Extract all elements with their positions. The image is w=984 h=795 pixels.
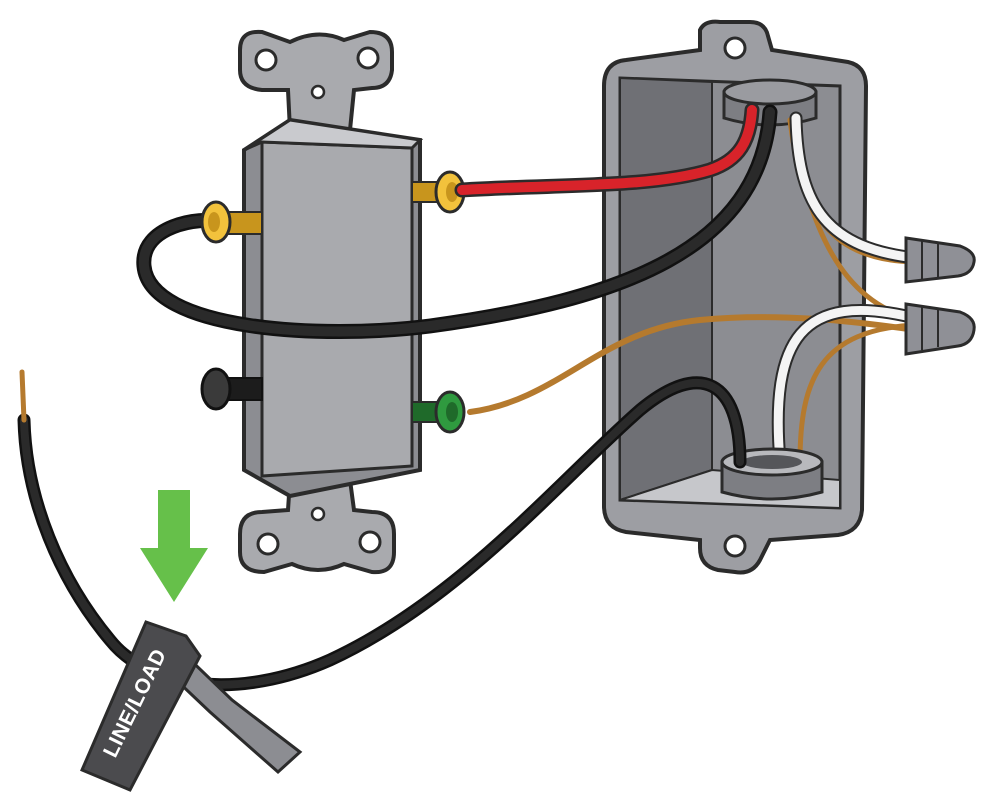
- bare-wire-tip: [19, 369, 27, 423]
- dark-screw-terminal: [200, 367, 263, 411]
- brass-screw-left: [200, 200, 263, 244]
- strap-screw-hole: [356, 46, 380, 70]
- box-mount-hole-top: [723, 36, 747, 60]
- wire-nut-icon: [904, 302, 976, 356]
- ground-wire-to-switch: [467, 314, 918, 415]
- hot-wire: [454, 102, 760, 198]
- brass-screw-right: [411, 170, 466, 214]
- strap-screw-hole: [256, 532, 280, 556]
- ground-screw-terminal: [411, 390, 466, 434]
- tag-front: [80, 620, 202, 792]
- wire-nut-bottom: [904, 302, 976, 356]
- cable-clamp-bottom: [720, 447, 824, 501]
- single-pole-switch: [238, 29, 424, 575]
- strap-screw-hole: [358, 530, 382, 554]
- line-load-wire: [17, 369, 747, 692]
- strap-screw-hole: [254, 48, 278, 72]
- box-inner-wall: [619, 76, 713, 502]
- switch-body-front: [260, 140, 414, 478]
- wire-nut-top: [904, 236, 976, 284]
- wire-nut-icon: [904, 236, 976, 284]
- strap-screw-hole: [310, 506, 326, 522]
- switch-bottom-strap: [238, 478, 396, 575]
- switch-top-strap: [238, 29, 394, 132]
- switch-body-top: [243, 118, 424, 152]
- screw-terminal-icon: [200, 367, 232, 411]
- white-wires: [771, 111, 922, 469]
- line-load-tag: LINE/LOAD: [80, 620, 303, 792]
- down-arrow-icon: [140, 490, 208, 602]
- strap-screw-hole: [310, 84, 326, 100]
- black-wire-loop: [136, 104, 778, 340]
- box-mount-hole-bottom: [723, 534, 747, 558]
